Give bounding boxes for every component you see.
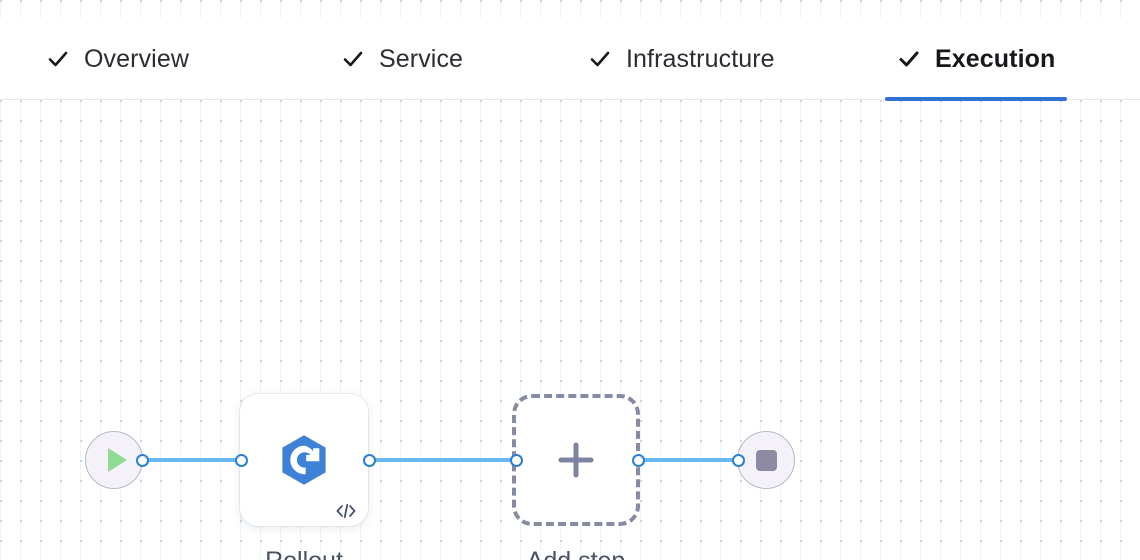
check-icon: [46, 47, 70, 71]
edge-start-to-rollout[interactable]: [142, 458, 241, 462]
edge-rollout-to-add[interactable]: [369, 458, 516, 462]
pipeline-flow-graph: Rollout Deployment Add step: [0, 100, 1140, 560]
tab-active-indicator: [885, 97, 1068, 101]
pipeline-canvas[interactable]: [0, 100, 1140, 560]
connection-handle[interactable]: [362, 453, 376, 467]
tab-execution-label: Execution: [935, 44, 1056, 73]
check-icon: [588, 47, 612, 71]
canvas-top-strip: [0, 0, 1140, 18]
check-icon: [897, 47, 921, 71]
code-icon: [335, 502, 357, 520]
connection-handle[interactable]: [631, 453, 645, 467]
tab-infrastructure-label: Infrastructure: [626, 44, 775, 73]
pipeline-tab-bar: Overview Service Infrastructure Executio…: [0, 18, 1140, 101]
connection-handle[interactable]: [135, 453, 149, 467]
stop-icon: [755, 449, 777, 471]
play-icon: [107, 448, 127, 472]
tab-service-label: Service: [379, 44, 464, 73]
rollout-deployment-step[interactable]: [240, 394, 368, 526]
connection-handle[interactable]: [731, 453, 745, 467]
rollout-deployment-icon: [276, 432, 332, 488]
tab-overview-label: Overview: [84, 44, 189, 73]
add-step-placeholder-label: Add step: [456, 540, 696, 560]
plus-icon: [555, 439, 597, 481]
connection-handle[interactable]: [234, 453, 248, 467]
tab-execution[interactable]: Execution: [881, 18, 1071, 101]
end-node[interactable]: [737, 431, 795, 489]
check-icon: [341, 47, 365, 71]
tab-service[interactable]: Service: [325, 18, 479, 100]
rollout-deployment-step-label: Rollout Deployment: [184, 540, 424, 560]
edge-add-to-end[interactable]: [638, 458, 738, 462]
connection-handle[interactable]: [509, 453, 523, 467]
tab-infrastructure[interactable]: Infrastructure: [572, 18, 791, 100]
add-step-placeholder[interactable]: [512, 394, 640, 526]
tab-overview[interactable]: Overview: [30, 18, 205, 100]
start-node[interactable]: [85, 431, 143, 489]
